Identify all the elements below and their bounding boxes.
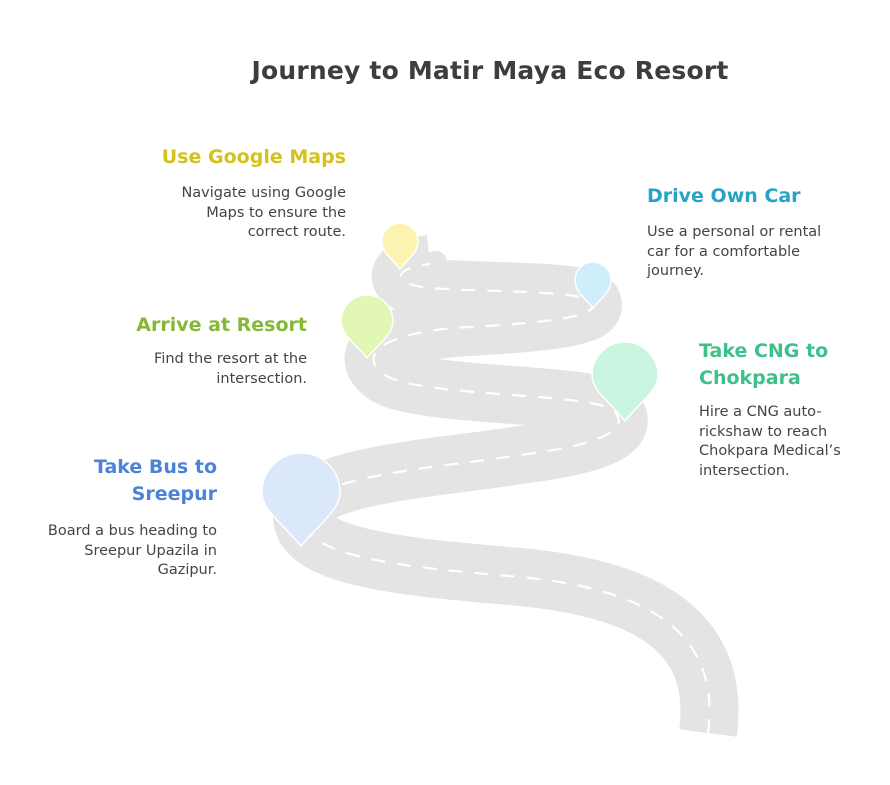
step-arrive-at-resort: Arrive at Resort Find the resort at the … [67,312,307,389]
step-heading: Take CNG to Chokpara [699,340,829,389]
pin-google-maps [381,222,419,271]
step-take-bus: Take Bus to Sreepur Board a bus heading … [48,454,217,581]
step-use-google-maps: Use Google Maps Navigate using Google Ma… [86,144,346,243]
step-description: Find the resort at the intersection. [154,351,307,387]
step-heading: Arrive at Resort [136,314,307,336]
step-heading: Use Google Maps [161,146,346,168]
step-description: Hire a CNG auto-rickshaw to reach Chokpa… [699,404,841,479]
pin-arrive-resort [340,294,394,360]
step-take-cng: Take CNG to Chokpara Hire a CNG auto-ric… [699,338,849,481]
step-heading: Drive Own Car [647,185,801,207]
pin-take-cng [591,341,659,423]
pin-take-bus [261,452,341,548]
step-description: Navigate using Google Maps to ensure the… [181,185,346,240]
pin-own-car [574,261,612,310]
step-description: Use a personal or rental car for a comfo… [647,224,822,279]
road-center-dashes [300,262,711,734]
diagram-title: Journey to Matir Maya Eco Resort [251,56,729,85]
step-drive-own-car: Drive Own Car Use a personal or rental c… [647,183,867,282]
step-description: Board a bus heading to Sreepur Upazila i… [47,523,217,578]
step-heading: Take Bus to Sreepur [93,456,217,505]
